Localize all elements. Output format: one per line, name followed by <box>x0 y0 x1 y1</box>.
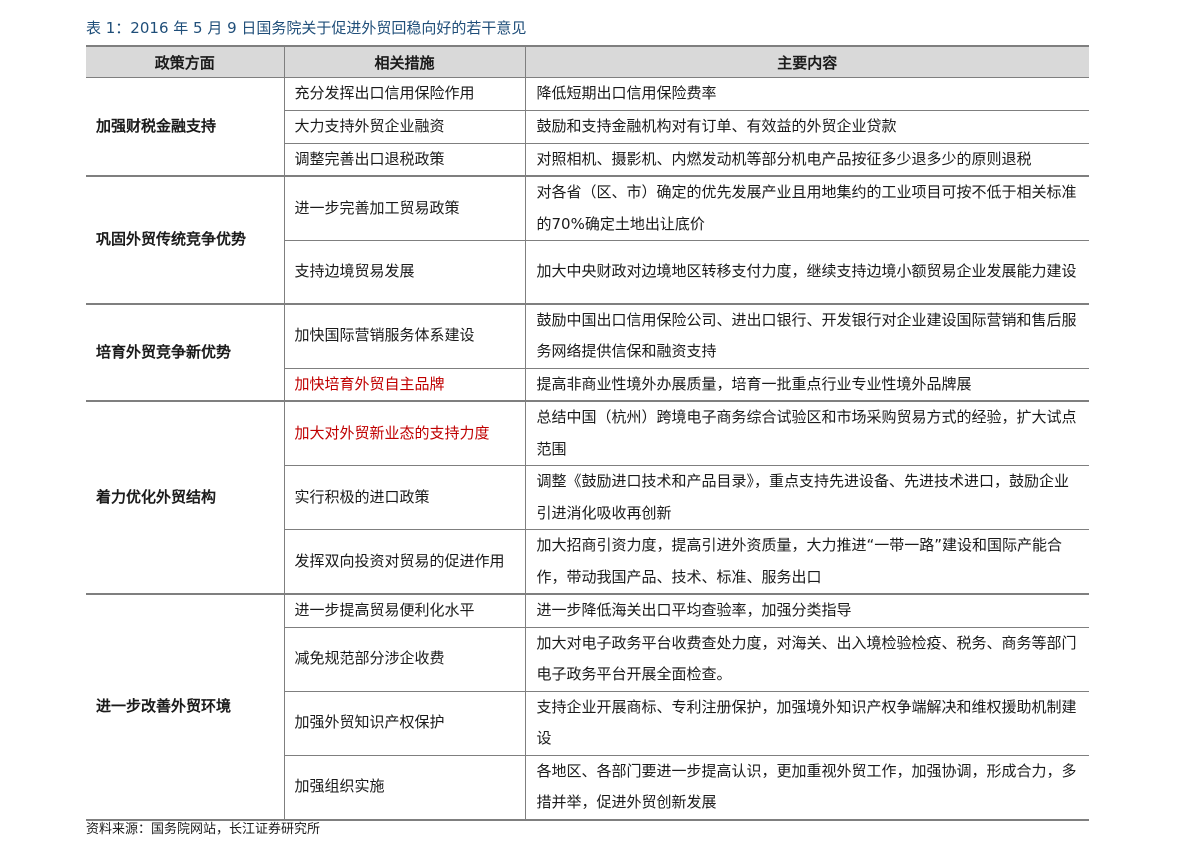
content-cell: 总结中国（杭州）跨境电子商务综合试验区和市场采购贸易方式的经验，扩大试点范围 <box>525 401 1089 466</box>
measure-cell: 加快国际营销服务体系建设 <box>284 303 526 369</box>
content-cell: 进一步降低海关出口平均查验率，加强分类指导 <box>525 594 1089 628</box>
measure-cell: 支持边境贸易发展 <box>284 240 526 305</box>
table-row: 巩固外贸传统竞争优势 进一步完善加工贸易政策 对各省（区、市）确定的优先发展产业… <box>86 176 1089 305</box>
measure-cell-highlight: 加大对外贸新业态的支持力度 <box>284 401 526 466</box>
table-row: 发挥双向投资对贸易的促进作用 加大招商引资力度，提高引进外资质量，大力推进“一带… <box>86 529 1089 595</box>
measure-cell: 进一步完善加工贸易政策 <box>284 176 526 241</box>
content-cell: 鼓励中国出口信用保险公司、进出口银行、开发银行对企业建设国际营销和售后服务网络提… <box>525 303 1089 369</box>
table-row: 着力优化外贸结构 加大对外贸新业态的支持力度 总结中国（杭州）跨境电子商务综合试… <box>86 401 1089 595</box>
content-cell: 支持企业开展商标、专利注册保护，加强境外知识产权争端解决和维权援助机制建设 <box>525 691 1089 756</box>
content-cell: 降低短期出口信用保险费率 <box>525 77 1089 111</box>
table-row: 支持边境贸易发展 加大中央财政对边境地区转移支付力度，继续支持边境小额贸易企业发… <box>86 240 1089 305</box>
content-cell: 加大对电子政务平台收费查处力度，对海关、出入境检验检疫、税务、商务等部门电子政务… <box>525 627 1089 692</box>
table-row: 加强财税金融支持 充分发挥出口信用保险作用 降低短期出口信用保险费率 <box>86 77 1089 177</box>
measure-cell: 加强组织实施 <box>284 755 526 821</box>
table-caption: 表 1：2016 年 5 月 9 日国务院关于促进外贸回稳向好的若干意见 <box>86 19 527 37</box>
measure-cell: 加强外贸知识产权保护 <box>284 691 526 756</box>
table-header-row: 政策方面 相关措施 主要内容 <box>86 45 1089 78</box>
category-cell: 巩固外贸传统竞争优势 <box>86 176 285 305</box>
measure-cell: 充分发挥出口信用保险作用 <box>284 77 526 111</box>
source-note: 资料来源：国务院网站，长江证券研究所 <box>86 822 321 837</box>
category-cell: 着力优化外贸结构 <box>86 401 285 595</box>
measure-cell: 调整完善出口退税政策 <box>284 143 526 177</box>
measure-cell: 实行积极的进口政策 <box>284 465 526 530</box>
category-cell: 进一步改善外贸环境 <box>86 594 285 821</box>
content-cell: 对照相机、摄影机、内燃发动机等部分机电产品按征多少退多少的原则退税 <box>525 143 1089 177</box>
policy-table: 政策方面 相关措施 主要内容 加强财税金融支持 充分发挥出口信用保险作用 降低短… <box>86 45 1089 821</box>
table-row: 培育外贸竞争新优势 加快国际营销服务体系建设 鼓励中国出口信用保险公司、进出口银… <box>86 303 1089 402</box>
content-cell: 加大中央财政对边境地区转移支付力度，继续支持边境小额贸易企业发展能力建设 <box>525 240 1089 305</box>
measure-cell: 进一步提高贸易便利化水平 <box>284 594 526 628</box>
content-cell: 对各省（区、市）确定的优先发展产业且用地集约的工业项目可按不低于相关标准的70%… <box>525 176 1089 241</box>
header-content: 主要内容 <box>525 45 1089 78</box>
header-measure: 相关措施 <box>284 45 526 78</box>
content-cell: 提高非商业性境外办展质量，培育一批重点行业专业性境外品牌展 <box>525 368 1089 402</box>
table-row: 加强外贸知识产权保护 支持企业开展商标、专利注册保护，加强境外知识产权争端解决和… <box>86 691 1089 756</box>
table-row: 大力支持外贸企业融资 鼓励和支持金融机构对有订单、有效益的外贸企业贷款 <box>86 110 1089 144</box>
content-cell: 鼓励和支持金融机构对有订单、有效益的外贸企业贷款 <box>525 110 1089 144</box>
table-row: 减免规范部分涉企收费 加大对电子政务平台收费查处力度，对海关、出入境检验检疫、税… <box>86 627 1089 692</box>
table-row: 加快培育外贸自主品牌 提高非商业性境外办展质量，培育一批重点行业专业性境外品牌展 <box>86 368 1089 402</box>
content-cell: 调整《鼓励进口技术和产品目录》，重点支持先进设备、先进技术进口，鼓励企业引进消化… <box>525 465 1089 530</box>
measure-cell-highlight: 加快培育外贸自主品牌 <box>284 368 526 402</box>
measure-cell: 发挥双向投资对贸易的促进作用 <box>284 529 526 595</box>
table-row: 调整完善出口退税政策 对照相机、摄影机、内燃发动机等部分机电产品按征多少退多少的… <box>86 143 1089 177</box>
category-cell: 培育外贸竞争新优势 <box>86 303 285 402</box>
content-cell: 各地区、各部门要进一步提高认识，更加重视外贸工作，加强协调，形成合力，多措并举，… <box>525 755 1089 821</box>
table-row: 加强组织实施 各地区、各部门要进一步提高认识，更加重视外贸工作，加强协调，形成合… <box>86 755 1089 821</box>
table-row: 实行积极的进口政策 调整《鼓励进口技术和产品目录》，重点支持先进设备、先进技术进… <box>86 465 1089 530</box>
measure-cell: 大力支持外贸企业融资 <box>284 110 526 144</box>
header-category: 政策方面 <box>86 45 285 78</box>
measure-cell: 减免规范部分涉企收费 <box>284 627 526 692</box>
category-cell: 加强财税金融支持 <box>86 77 285 177</box>
content-cell: 加大招商引资力度，提高引进外资质量，大力推进“一带一路”建设和国际产能合作，带动… <box>525 529 1089 595</box>
table-row: 进一步改善外贸环境 进一步提高贸易便利化水平 进一步降低海关出口平均查验率，加强… <box>86 594 1089 821</box>
